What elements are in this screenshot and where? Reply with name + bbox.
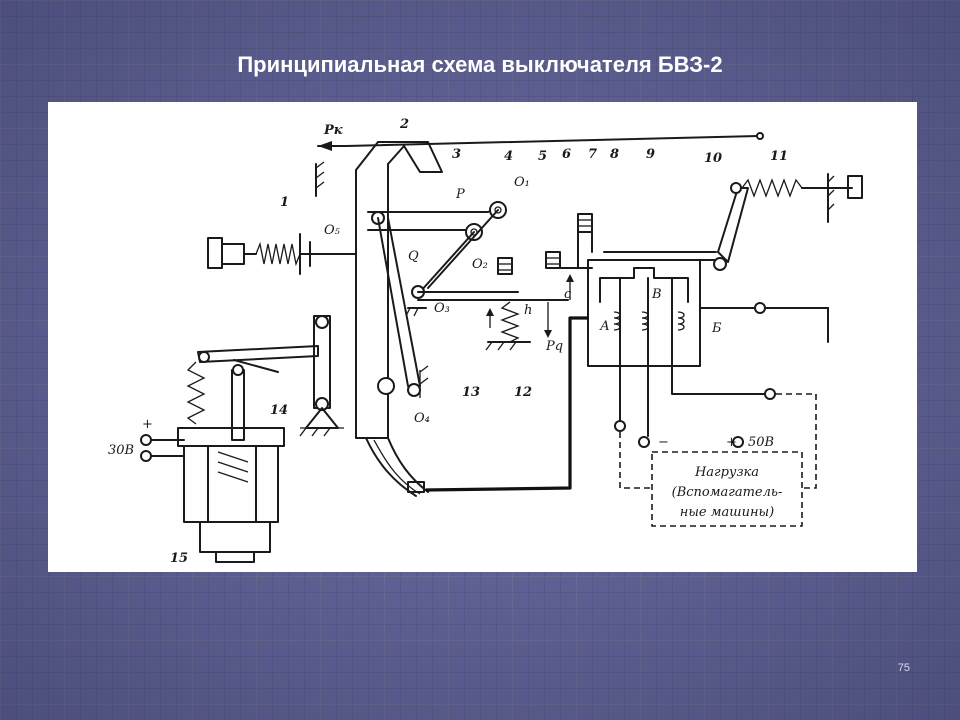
slide-title: Принципиальная схема выключателя БВЗ-2 [237,52,723,77]
lever-14 [186,315,344,437]
label-30v-plus: + [142,417,153,432]
label-part-11: 11 [770,149,788,164]
spring-1-assembly [207,233,357,275]
holding-magnet-15 [140,364,285,563]
label-50v-plus: + [726,435,737,450]
label-part-14: 14 [270,403,288,418]
load-circuit [619,393,817,527]
label-part-1: 1 [280,195,289,210]
label-coil-a: А [599,319,610,334]
magnet-block [587,259,701,367]
label-o2: O₂ [472,257,488,272]
label-minus: − [658,435,669,450]
label-o3: O₃ [434,301,450,316]
load-box-text: Нагрузка (Вспомагатель- ные машины) [672,465,783,520]
force-arrows [544,274,574,338]
lever-o4 [377,217,429,398]
load-box-line-2: (Вспомагатель- [672,485,783,500]
label-part-6: 6 [562,147,571,162]
label-coil-b: Б [711,321,722,336]
label-o5: O₅ [324,223,341,238]
lever-10-spring-11 [603,173,863,271]
label-o1: O₁ [514,175,530,190]
wall-hatch-top [315,161,325,197]
wall-hatch-o3 [405,307,427,317]
voltage-labels: 30В + − + 50В [108,417,774,458]
label-q: Q [408,249,419,264]
label-part-4: 4 [504,149,513,164]
label-50v: 50В [748,435,774,450]
label-part-7: 7 [588,147,597,162]
schematic-drawing: 1 2 3 4 5 6 7 8 9 10 11 12 13 14 15 O₁ O… [108,117,863,566]
load-box-line-1: Нагрузка [694,465,759,480]
label-part-15: 15 [170,551,188,566]
contacts-5-6-7 [497,213,593,275]
load-box-line-3: ные машины) [680,505,774,520]
label-30v: 30В [108,443,134,458]
label-part-10: 10 [704,151,722,166]
main-lever-body [355,141,443,497]
label-part-12: 12 [514,385,532,400]
label-coil-v: В [651,287,662,302]
label-p: P [455,187,465,202]
label-part-2: 2 [399,117,409,132]
label-part-3: 3 [452,147,461,162]
pivot-labels: O₁ O₂ O₃ O₄ O₅ [324,175,530,426]
label-c: с [564,287,572,302]
pull-rod [317,132,764,151]
schematic-panel: 1 2 3 4 5 6 7 8 9 10 11 12 13 14 15 O₁ O… [48,102,917,572]
link-o3 [411,209,569,301]
label-pq: Pq [545,339,563,354]
label-part-5: 5 [538,149,547,164]
coil-labels: А Б В [599,287,722,336]
coil-wires [614,363,776,448]
label-o4: O₄ [414,411,430,426]
label-h: h [524,303,532,318]
spring-13 [485,301,531,351]
label-pk: Pк [323,123,343,138]
label-part-13: 13 [462,385,480,400]
force-labels: Pк P Q Pq с h [323,123,572,354]
label-part-8: 8 [610,147,619,162]
label-part-9: 9 [646,147,655,162]
main-conductor [425,316,588,492]
part-number-labels: 1 2 3 4 5 6 7 8 9 10 11 12 13 14 15 [170,117,788,566]
slide-page-number: 75 [897,662,910,674]
right-terminal [699,302,829,343]
